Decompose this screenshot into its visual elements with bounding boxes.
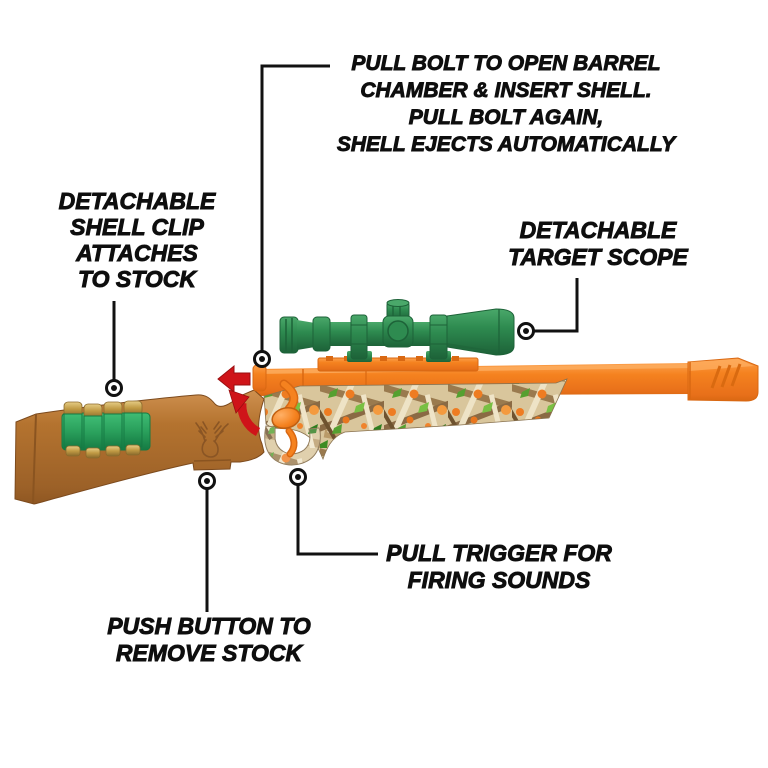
shell-clip-note-line: ATTACHES <box>76 240 199 267</box>
shell-clip-note-line: SHELL CLIP <box>70 214 205 241</box>
rifle <box>14 299 759 505</box>
callout-dots <box>105 322 535 490</box>
deer-logo <box>195 421 229 458</box>
shell-clip-note-line: DETACHABLE <box>58 188 216 215</box>
shell <box>83 403 103 459</box>
callout-line-trigger <box>296 484 378 556</box>
bolt-direction-arrow-icon <box>217 364 251 394</box>
stock-button-note-line: PUSH BUTTON TO <box>107 613 312 640</box>
trigger-note-line: PULL TRIGGER FOR <box>386 540 613 567</box>
stock-release-seam <box>193 459 232 462</box>
callout-line-bolt <box>260 64 330 352</box>
butt-plate-seam <box>32 413 37 504</box>
stock-button-note: PUSH BUTTON TO REMOVE STOCK <box>96 613 322 667</box>
scope-note: DETACHABLE TARGET SCOPE <box>483 217 713 271</box>
bolt-note: PULL BOLT TO OPEN BARREL CHAMBER & INSER… <box>310 50 702 158</box>
scope-note-line: TARGET SCOPE <box>508 244 689 271</box>
callout-line-scope <box>533 278 579 333</box>
target-scope <box>279 299 515 362</box>
scope-rail <box>317 356 479 372</box>
callout-dot-bolt-icon <box>253 350 271 368</box>
callout-dot-shell-clip-icon <box>105 379 123 397</box>
bolt-note-line: PULL BOLT AGAIN, <box>408 106 604 130</box>
trigger-note: PULL TRIGGER FOR FIRING SOUNDS <box>381 540 617 594</box>
bolt-note-line: PULL BOLT TO OPEN BARREL <box>351 52 661 76</box>
scope-note-line: DETACHABLE <box>519 217 677 244</box>
shell-clip-note-line: TO STOCK <box>78 266 197 293</box>
stock-button-note-line: REMOVE STOCK <box>115 640 303 667</box>
bolt-note-line: CHAMBER & INSERT SHELL. <box>360 79 652 103</box>
trigger-note-line: FIRING SOUNDS <box>407 567 591 594</box>
bolt-rotation-arrow-icon <box>228 389 261 436</box>
callout-lines <box>112 64 579 612</box>
shell <box>123 400 143 456</box>
bolt-note-line: SHELL EJECTS AUTOMATICALLY <box>336 133 676 157</box>
callout-dot-trigger-icon <box>289 468 307 486</box>
shell-clip <box>61 400 151 459</box>
camo-receiver <box>263 378 568 461</box>
callout-dot-scope-icon <box>517 322 535 340</box>
trigger-guard <box>264 425 321 466</box>
shell <box>63 401 83 457</box>
bolt-knob <box>271 406 301 430</box>
shell <box>103 401 123 457</box>
muzzle <box>687 357 759 402</box>
shell-clip-note: DETACHABLE SHELL CLIP ATTACHES TO STOCK <box>25 188 249 293</box>
bolt-handle <box>252 364 301 430</box>
callout-dot-stock-button-icon <box>198 472 216 490</box>
